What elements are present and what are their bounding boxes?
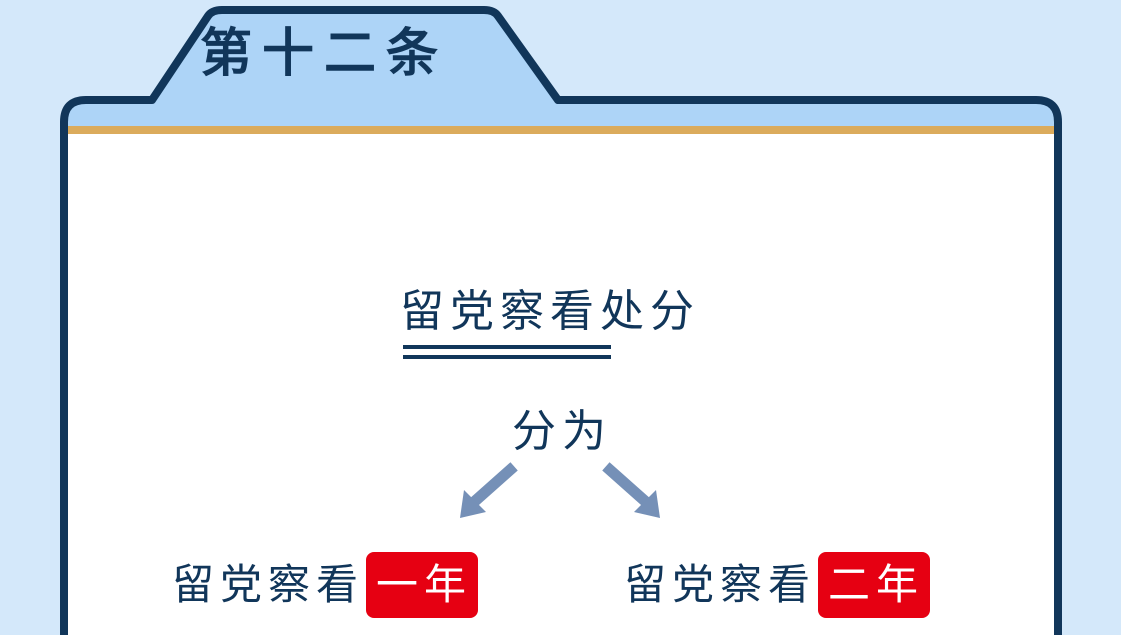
penalty-heading: 留党察看处分 bbox=[400, 286, 700, 337]
option-one-year: 留党察看 一年 bbox=[172, 552, 479, 618]
arrow-down-right-icon bbox=[602, 462, 660, 518]
heading-underline-top bbox=[403, 345, 611, 349]
heading-underline-bottom bbox=[403, 355, 611, 359]
option-label: 留党察看 bbox=[172, 560, 365, 609]
folder-card-border bbox=[60, 6, 1062, 635]
card-body bbox=[64, 134, 1058, 635]
divide-label: 分为 bbox=[512, 406, 612, 457]
article-number-title: 第十二条 bbox=[200, 24, 449, 84]
duration-badge: 一年 bbox=[366, 552, 479, 618]
option-two-year: 留党察看 二年 bbox=[624, 552, 931, 618]
arrow-down-left-icon bbox=[460, 462, 518, 518]
option-label: 留党察看 bbox=[624, 560, 817, 609]
duration-badge: 二年 bbox=[818, 552, 931, 618]
header-accent-line bbox=[64, 126, 1058, 134]
